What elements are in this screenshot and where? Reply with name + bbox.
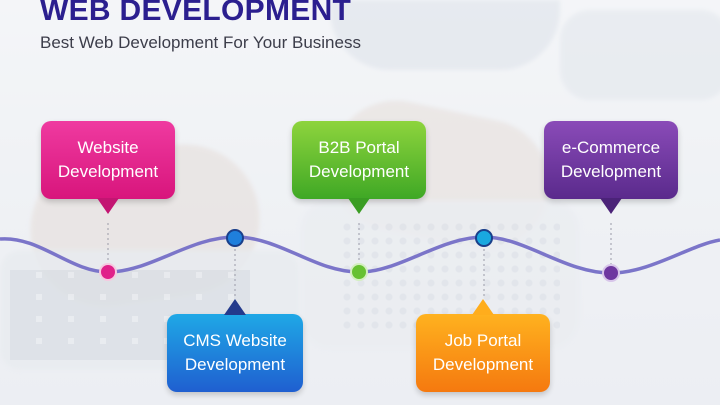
timeline-dot-1 — [99, 263, 117, 281]
card-label-line2: Development — [308, 162, 410, 181]
background-photo-shape — [560, 10, 720, 100]
card-label-line1: CMS Website — [183, 331, 287, 350]
timeline-dot-2 — [226, 229, 244, 247]
background-photo-mug — [330, 0, 560, 70]
b2b-portal-development-card: B2B Portal Development — [292, 121, 426, 214]
timeline-dot-4 — [475, 229, 493, 247]
card-label-line2: Development — [432, 355, 534, 374]
job-portal-development-card: Job Portal Development — [416, 299, 550, 392]
page-subtitle: Best Web Development For Your Business — [40, 33, 361, 52]
timeline-dot-5 — [602, 264, 620, 282]
website-development-card: Website Development — [41, 121, 175, 214]
card-label-line2: Development — [57, 162, 159, 181]
background-keyboard-texture — [340, 220, 560, 330]
card-label-line1: Website — [77, 138, 139, 157]
card-label-line2: Development — [184, 355, 286, 374]
cms-website-development-card: CMS Website Development — [167, 299, 303, 392]
card-label-line1: Job Portal — [444, 331, 522, 350]
card-label-line1: B2B Portal — [318, 138, 400, 157]
timeline-dot-3 — [350, 263, 368, 281]
page-title: WEB DEVELOPMENT — [40, 0, 352, 27]
e-commerce-development-card: e-Commerce Development — [544, 121, 678, 214]
card-label-line2: Development — [560, 162, 662, 181]
card-label-line1: e-Commerce — [561, 138, 661, 157]
